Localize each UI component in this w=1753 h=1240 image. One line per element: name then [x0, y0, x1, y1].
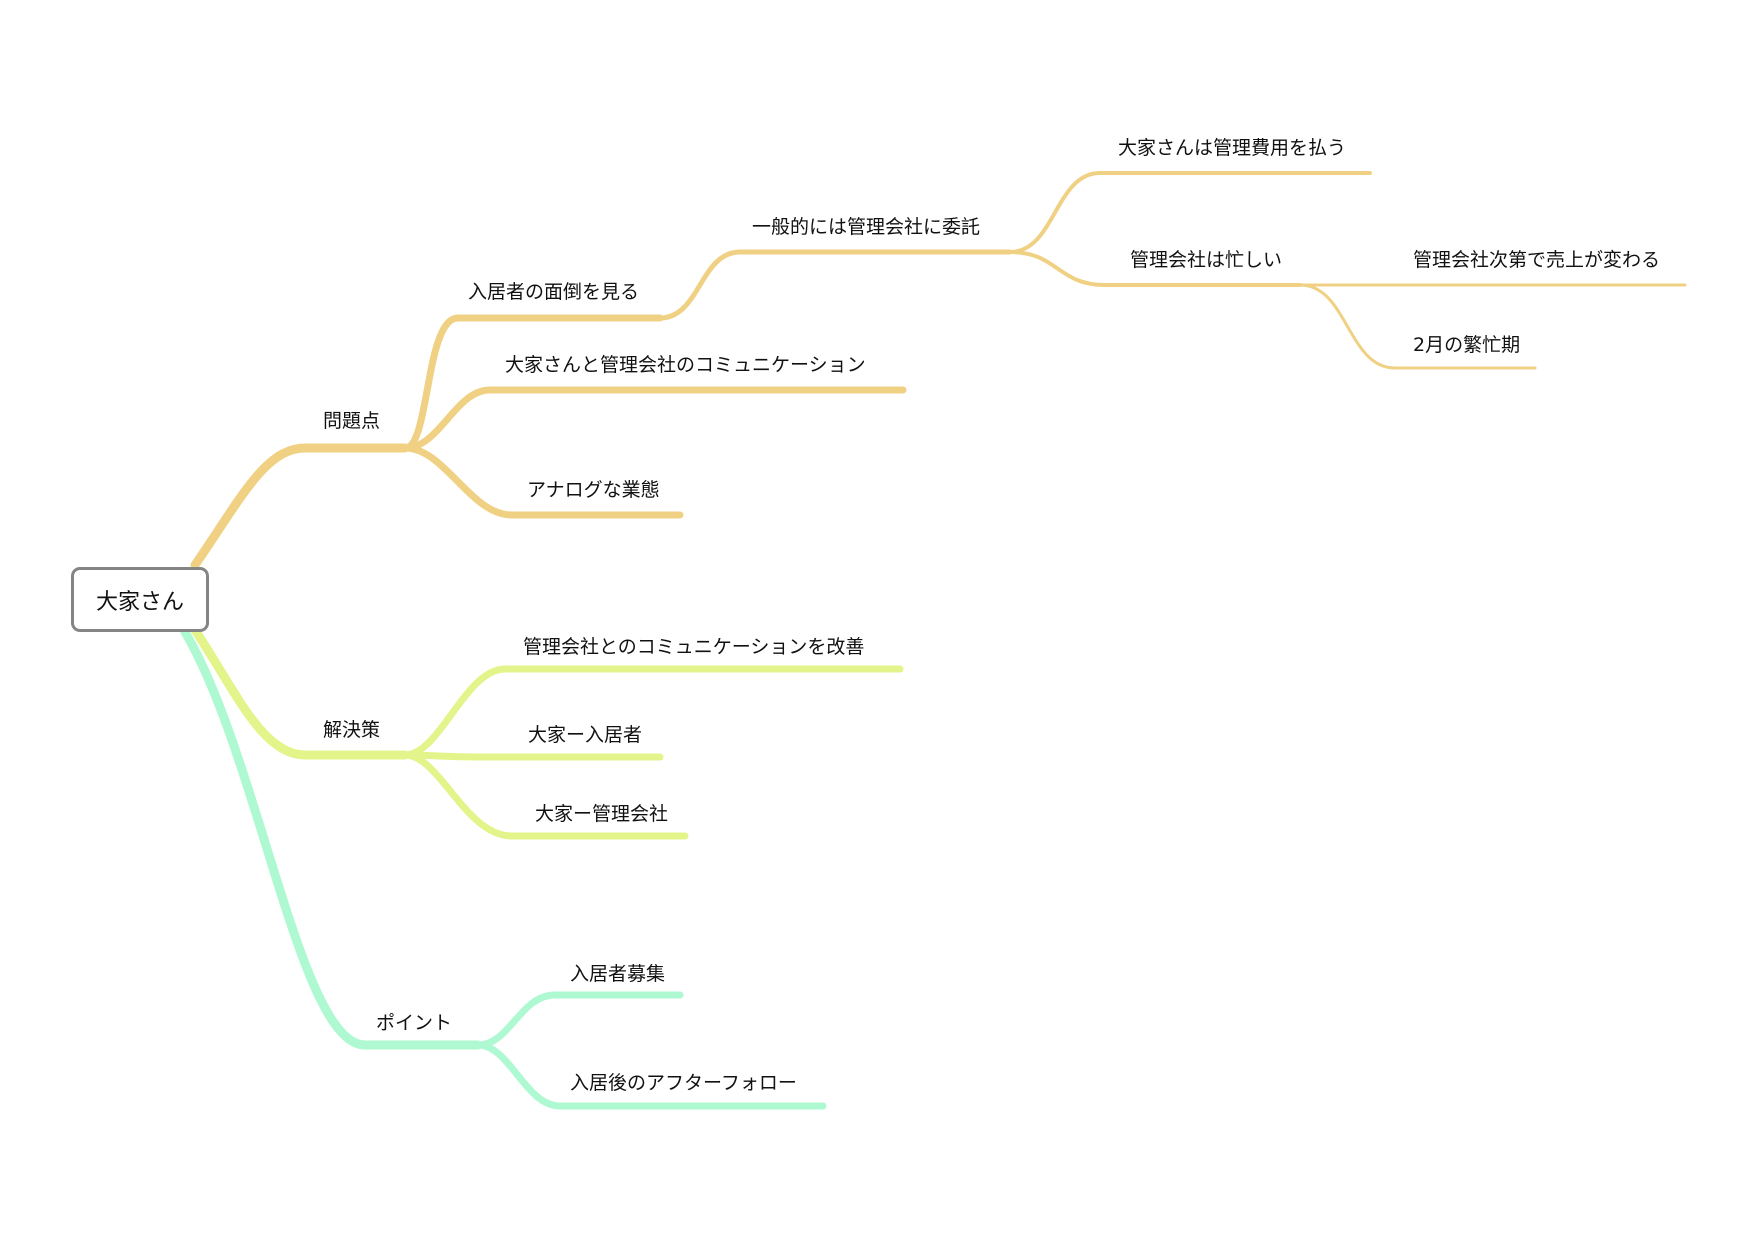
branch-recruit	[474, 991, 684, 1049]
node-owner-pays-fee[interactable]: 大家さんは管理費用を払う	[1118, 137, 1347, 159]
node-owner-tenant[interactable]: 大家ー入居者	[528, 724, 643, 746]
branch-improve-communication	[401, 665, 904, 759]
node-care-of-tenants[interactable]: 入居者の面倒を見る	[468, 281, 640, 303]
branch-solutions	[190, 625, 410, 760]
node-solutions[interactable]: 解決策	[323, 719, 381, 741]
branch-analog	[401, 444, 684, 519]
branch-communication	[401, 386, 907, 452]
node-recruit[interactable]: 入居者募集	[570, 963, 666, 985]
node-problems[interactable]: 問題点	[323, 410, 381, 432]
branch-owner-company	[401, 751, 689, 840]
branch-outsourced	[657, 249, 1013, 321]
node-company-busy[interactable]: 管理会社は忙しい	[1130, 249, 1283, 271]
node-analog[interactable]: アナログな業態	[527, 479, 660, 501]
branch-points	[180, 627, 483, 1050]
node-outsourced[interactable]: 一般的には管理会社に委託	[752, 216, 981, 238]
root-node[interactable]: 大家さん	[71, 567, 209, 632]
node-sales-depend[interactable]: 管理会社次第で売上が変わる	[1413, 249, 1661, 271]
branch-aftercare	[474, 1041, 827, 1110]
node-aftercare[interactable]: 入居後のアフターフォロー	[570, 1072, 797, 1094]
node-owner-company[interactable]: 大家ー管理会社	[535, 803, 669, 825]
node-improve-communication[interactable]: 管理会社とのコミュニケーションを改善	[523, 636, 865, 658]
node-feb-busy[interactable]: 2月の繁忙期	[1413, 334, 1521, 356]
root-node-label: 大家さん	[95, 589, 184, 615]
branch-company-busy	[1008, 250, 1302, 287]
branch-owner-pays-fee	[1008, 171, 1372, 254]
node-points[interactable]: ポイント	[376, 1012, 453, 1034]
branch-problems	[190, 443, 410, 570]
branch-feb-busy	[1298, 283, 1537, 370]
node-communication[interactable]: 大家さんと管理会社のコミュニケーション	[505, 354, 866, 376]
branch-owner-tenant	[401, 751, 664, 761]
branch-care-of-tenants	[401, 314, 664, 452]
